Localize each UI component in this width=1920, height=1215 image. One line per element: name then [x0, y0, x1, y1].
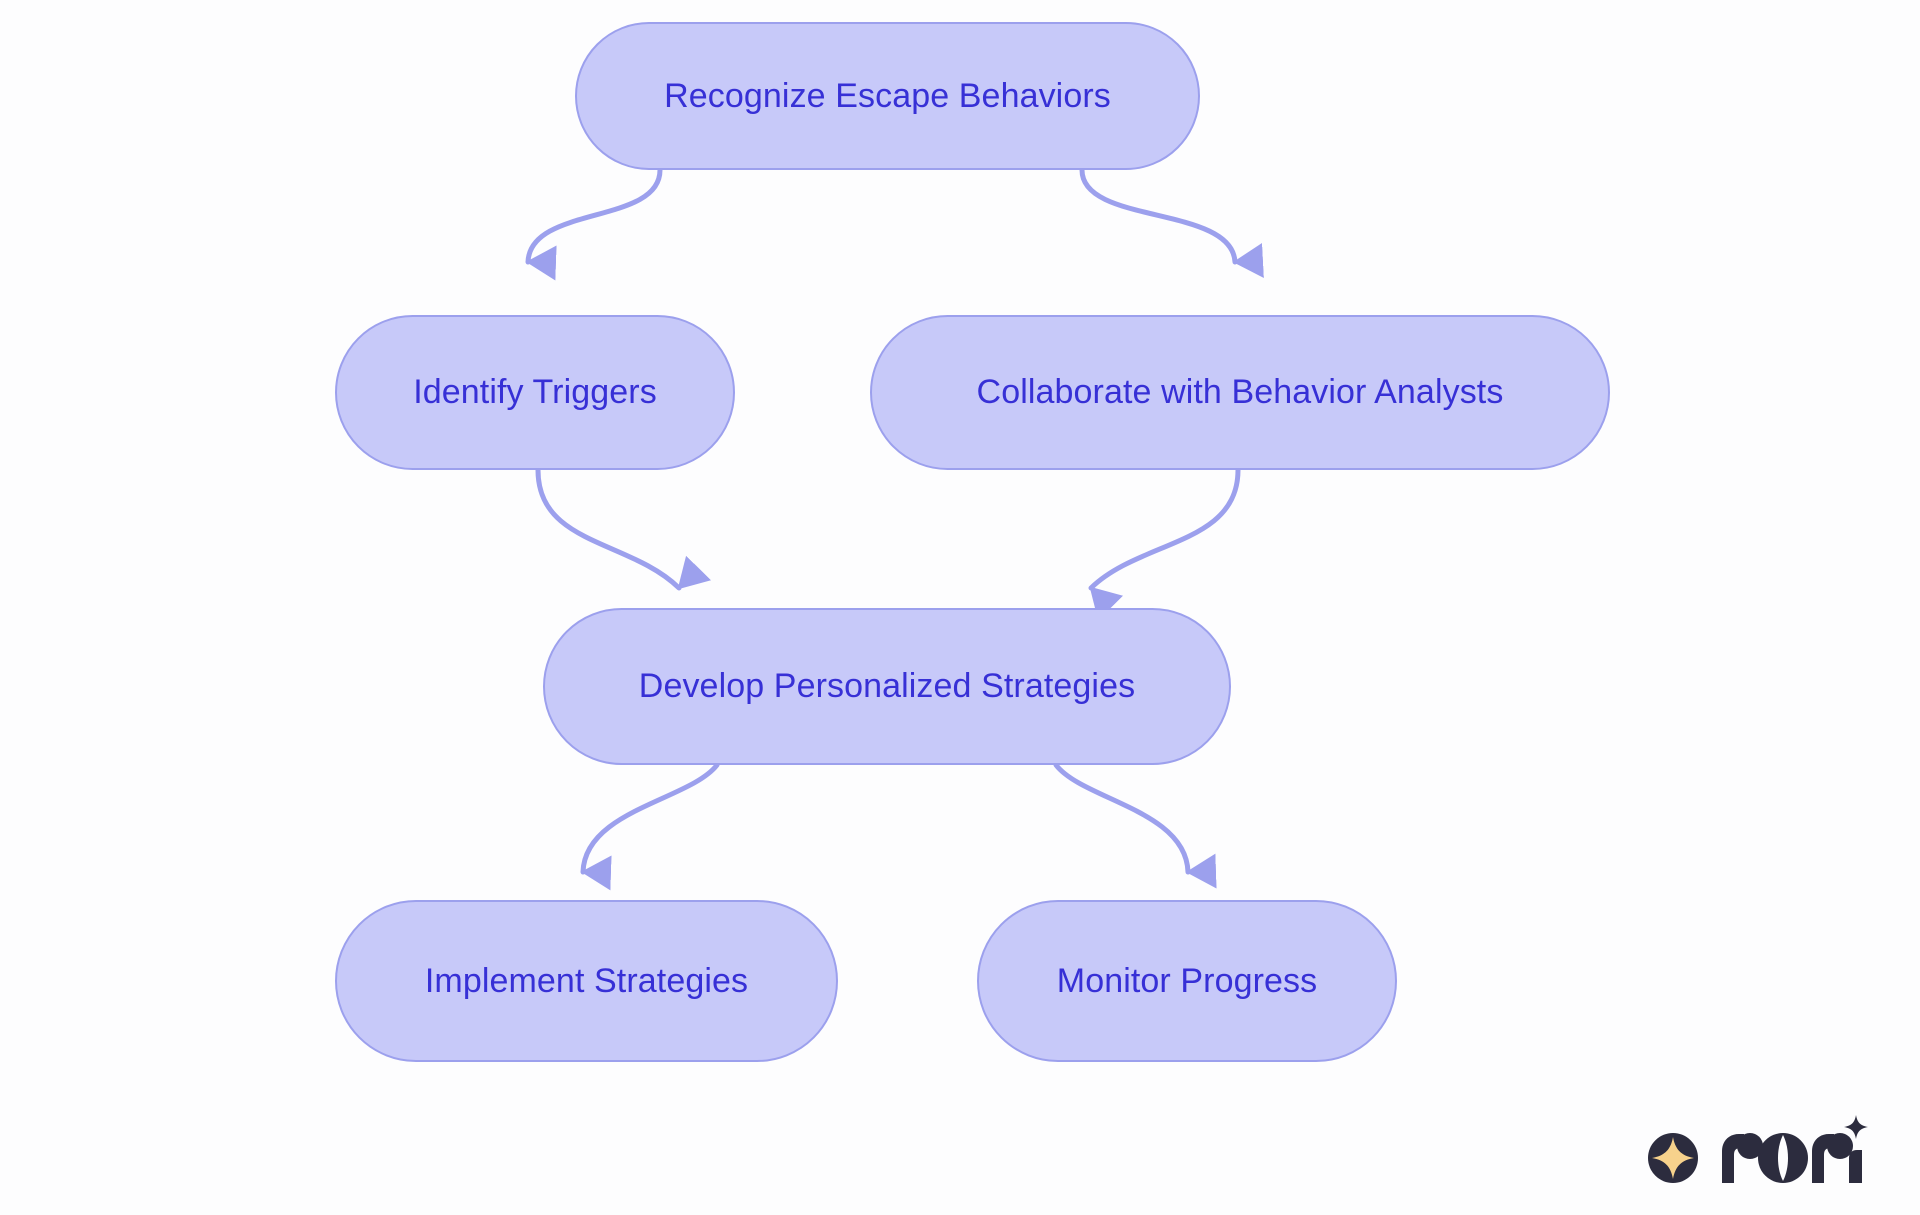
rori-letter-r-2 [1812, 1133, 1853, 1183]
node-label: Identify Triggers [413, 373, 657, 412]
rori-logo [1648, 1115, 1868, 1183]
node-recognize-escape-behaviors[interactable]: Recognize Escape Behaviors [575, 22, 1200, 170]
node-label: Recognize Escape Behaviors [664, 76, 1111, 115]
edge-identify-to-develop [535, 467, 712, 591]
node-label: Monitor Progress [1056, 961, 1318, 1000]
node-label: Collaborate with Behavior Analysts [976, 373, 1504, 412]
node-collaborate-with-behavior-analysts[interactable]: Collaborate with Behavior Analysts [870, 315, 1610, 470]
node-implement-strategies[interactable]: Implement Strategies [335, 900, 838, 1062]
edge-collaborate-to-develop [1088, 467, 1241, 621]
node-label: Implement Strategies [424, 961, 749, 1000]
edge-develop-to-implement [580, 762, 720, 891]
rori-letter-o [1758, 1133, 1808, 1183]
node-monitor-progress[interactable]: Monitor Progress [977, 900, 1397, 1062]
rori-badge-icon [1648, 1133, 1698, 1183]
edge-develop-to-monitor [1053, 762, 1217, 889]
node-develop-personalized-strategies[interactable]: Develop Personalized Strategies [543, 608, 1231, 765]
rori-letter-r-1 [1722, 1133, 1763, 1183]
edge-recognize-to-identify [525, 167, 663, 281]
node-label: Develop Personalized Strategies [638, 667, 1136, 706]
node-identify-triggers[interactable]: Identify Triggers [335, 315, 735, 470]
rori-letter-i [1844, 1115, 1868, 1183]
edge-recognize-to-collaborate [1079, 167, 1264, 278]
